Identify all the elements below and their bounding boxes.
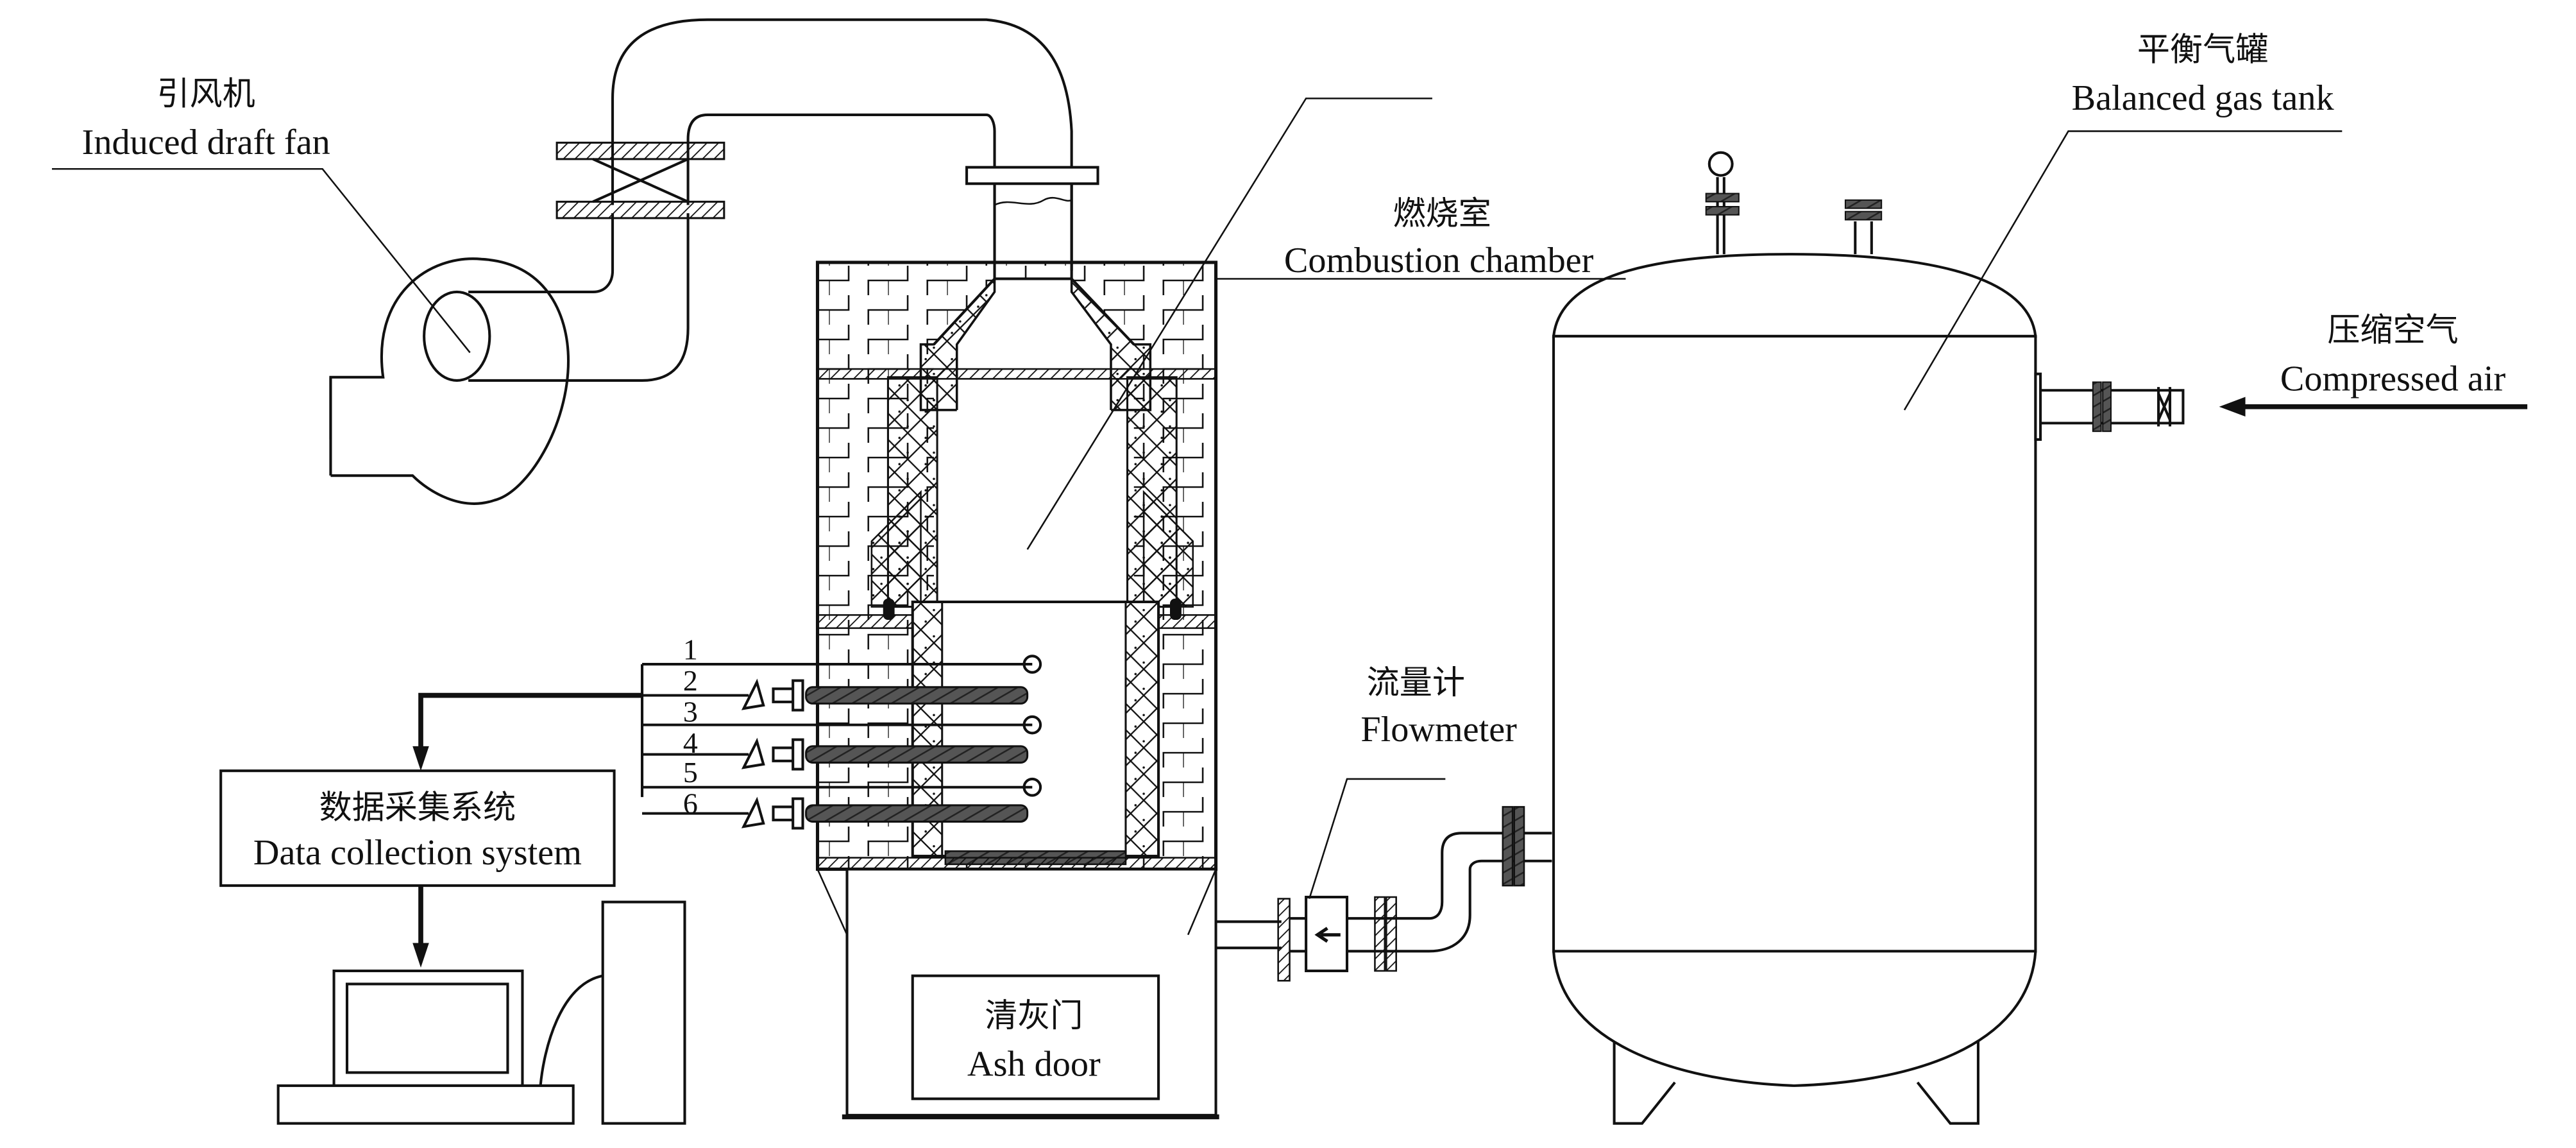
ash-door-label-cn: 清灰门	[985, 997, 1083, 1035]
chamber-label-en: Combustion chamber	[1284, 241, 1594, 280]
flowmeter-line	[1216, 778, 1552, 982]
fan-label-cn: 引风机	[157, 76, 255, 114]
daq-label-en: Data collection system	[253, 833, 582, 873]
thermocouple-number-3: 3	[683, 696, 698, 728]
induced-draft-fan	[329, 213, 690, 505]
flowmeter-label-en: Flowmeter	[1360, 710, 1517, 750]
daq-label-cn: 数据采集系统	[319, 789, 516, 827]
data-collection-system	[219, 769, 616, 968]
combustion-chamber	[815, 98, 1432, 871]
air-label-cn: 压缩空气	[2327, 312, 2458, 350]
chamber-label-cn: 燃烧室	[1393, 195, 1491, 233]
thermocouple-number-5: 5	[683, 756, 698, 789]
thermocouple-probe	[741, 796, 1029, 830]
tank-label-en: Balanced gas tank	[2072, 78, 2335, 118]
air-label-en: Compressed air	[2280, 359, 2506, 398]
thermocouple-probe	[741, 678, 1029, 712]
exhaust-pipe	[555, 18, 1099, 279]
thermocouple-number-4: 4	[683, 726, 698, 759]
tank-label-cn: 平衡气罐	[2137, 31, 2268, 69]
computer	[276, 900, 686, 1125]
ash-box	[817, 868, 1219, 1120]
flowmeter-label-cn: 流量计	[1367, 664, 1465, 702]
thermocouple-number-1: 1	[683, 633, 698, 665]
thermocouple-number-6: 6	[683, 787, 698, 820]
thermocouple-probe	[741, 737, 1029, 771]
ash-door-label-en: Ash door	[967, 1045, 1101, 1084]
fan-leader-line	[51, 167, 471, 354]
balanced-gas-tank	[1552, 130, 2528, 1125]
thermocouples: 1 2 3 4 5 6	[412, 633, 1042, 830]
fan-label-en: Induced draft fan	[82, 123, 330, 162]
thermocouple-number-2: 2	[683, 664, 698, 697]
